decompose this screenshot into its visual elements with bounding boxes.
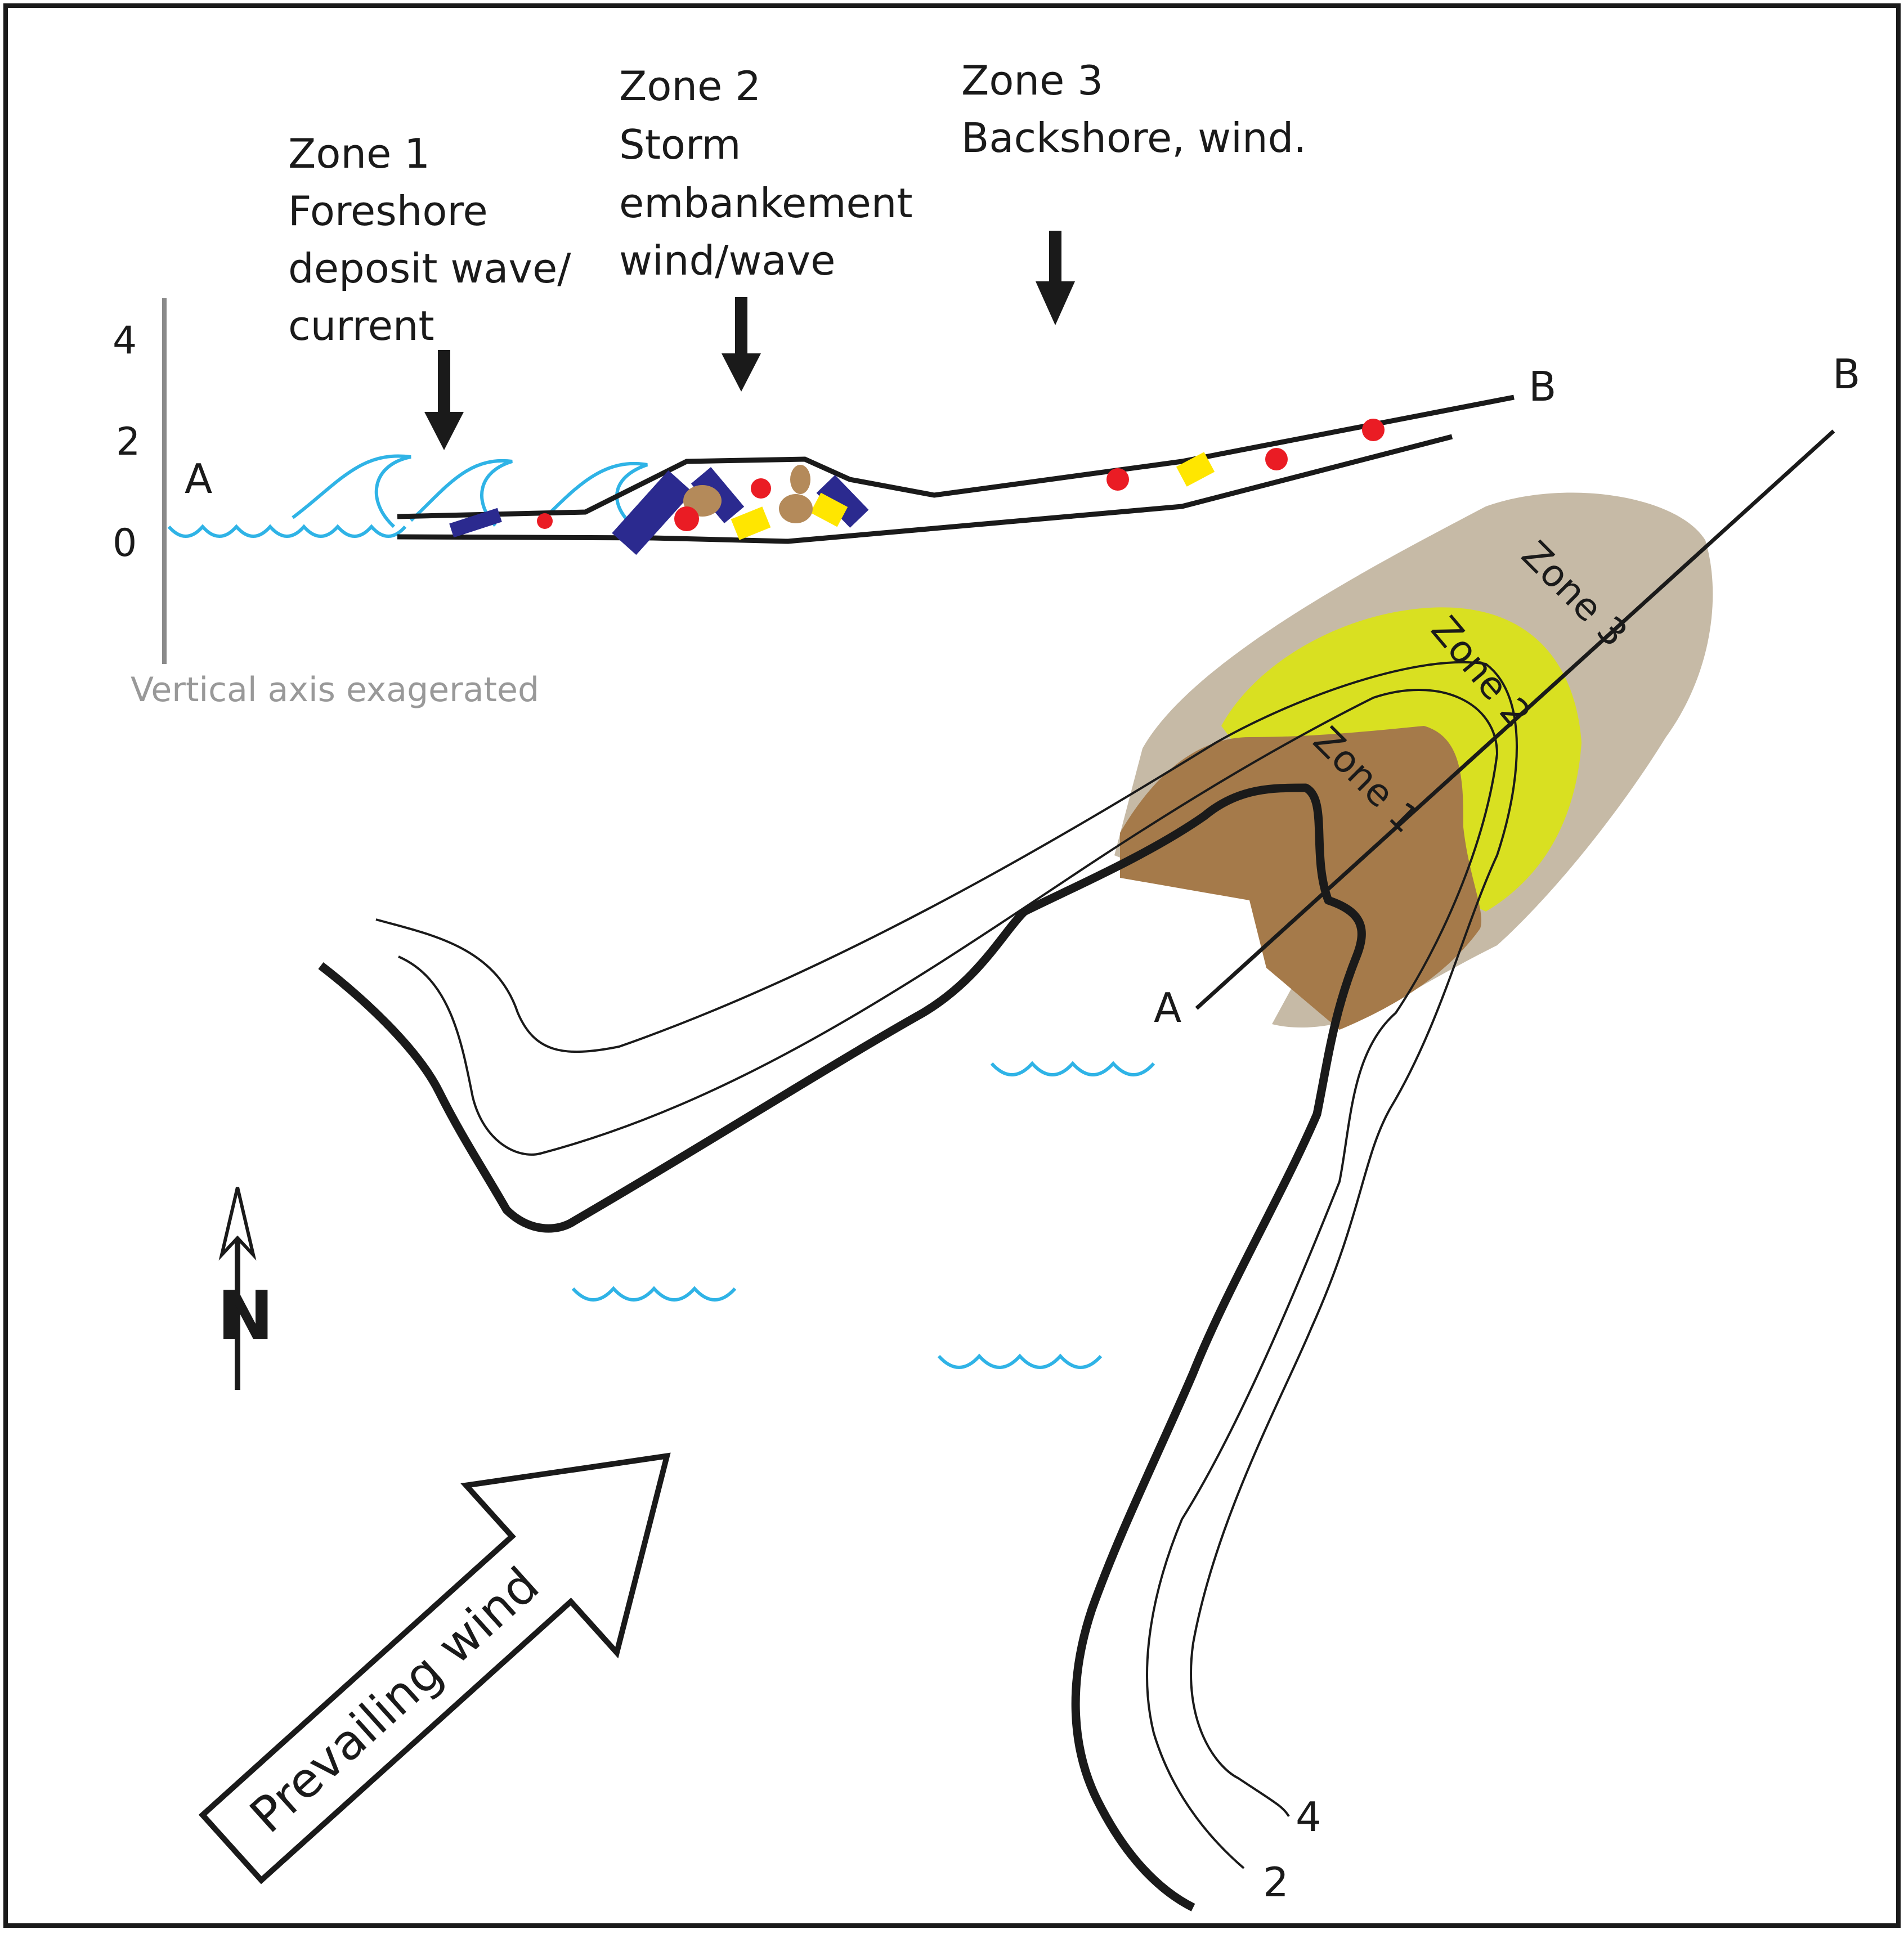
axis-note: Vertical axis exagerated xyxy=(131,670,539,710)
breaking-wave-1 xyxy=(292,454,411,528)
map-point-a: A xyxy=(1154,984,1181,1031)
header-zone-2: Zone 2 Storm embankement wind/wave xyxy=(619,62,913,284)
profile-point-a: A xyxy=(185,455,212,502)
profile-clasts xyxy=(449,419,1385,555)
header-zone-1-line-4: current xyxy=(288,302,434,349)
map-zone-1 xyxy=(1120,726,1482,1030)
map-profile-line xyxy=(1195,429,1835,1010)
contour-label-2: 2 xyxy=(1263,1859,1289,1906)
breaking-wave-2 xyxy=(409,459,513,527)
header-zone-3: Zone 3 Backshore, wind. xyxy=(961,57,1306,161)
shoreline xyxy=(318,783,1366,1911)
profile-point-b: B xyxy=(1529,363,1556,410)
down-arrow-zone-2 xyxy=(722,297,761,392)
header-zone-3-line-1: Zone 3 xyxy=(961,57,1103,104)
axis-tick-0: 0 xyxy=(113,521,137,566)
contour-label-4: 4 xyxy=(1296,1793,1321,1841)
contour-line-4 xyxy=(375,661,1518,1818)
header-zone-2-line-3: embankement xyxy=(619,180,913,227)
header-zone-2-line-2: Storm xyxy=(619,121,741,168)
down-arrow-zone-1 xyxy=(424,350,464,450)
header-zone-1-line-2: Foreshore xyxy=(288,187,488,235)
header-zone-1-line-3: deposit wave/ xyxy=(288,245,571,292)
down-arrow-zone-3 xyxy=(1036,231,1075,325)
header-zone-3-line-2: Backshore, wind. xyxy=(961,114,1306,161)
axis-tick-2: 2 xyxy=(116,420,140,464)
header-zone-1: Zone 1 Foreshore deposit wave/ current xyxy=(288,130,571,349)
map-water-ripples-2 xyxy=(571,1286,737,1302)
header-zone-2-line-4: wind/wave xyxy=(619,237,835,284)
profile-bottom-line xyxy=(397,434,1453,544)
north-arrow-icon: N xyxy=(217,1187,274,1390)
axis-tick-4: 4 xyxy=(113,318,137,363)
breaking-wave-3 xyxy=(539,461,648,525)
header-zone-2-line-1: Zone 2 xyxy=(619,62,761,110)
header-zone-1-line-1: Zone 1 xyxy=(288,130,430,177)
north-label: N xyxy=(217,1277,274,1356)
map-water-ripples-3 xyxy=(937,1353,1103,1369)
profile-water-ripples xyxy=(167,524,407,538)
figure-frame xyxy=(3,3,1901,1928)
profile-top-line xyxy=(397,394,1515,519)
map-water-ripples-1 xyxy=(990,1061,1155,1076)
contour-line-2 xyxy=(398,689,1499,1869)
map-point-b: B xyxy=(1833,351,1860,398)
